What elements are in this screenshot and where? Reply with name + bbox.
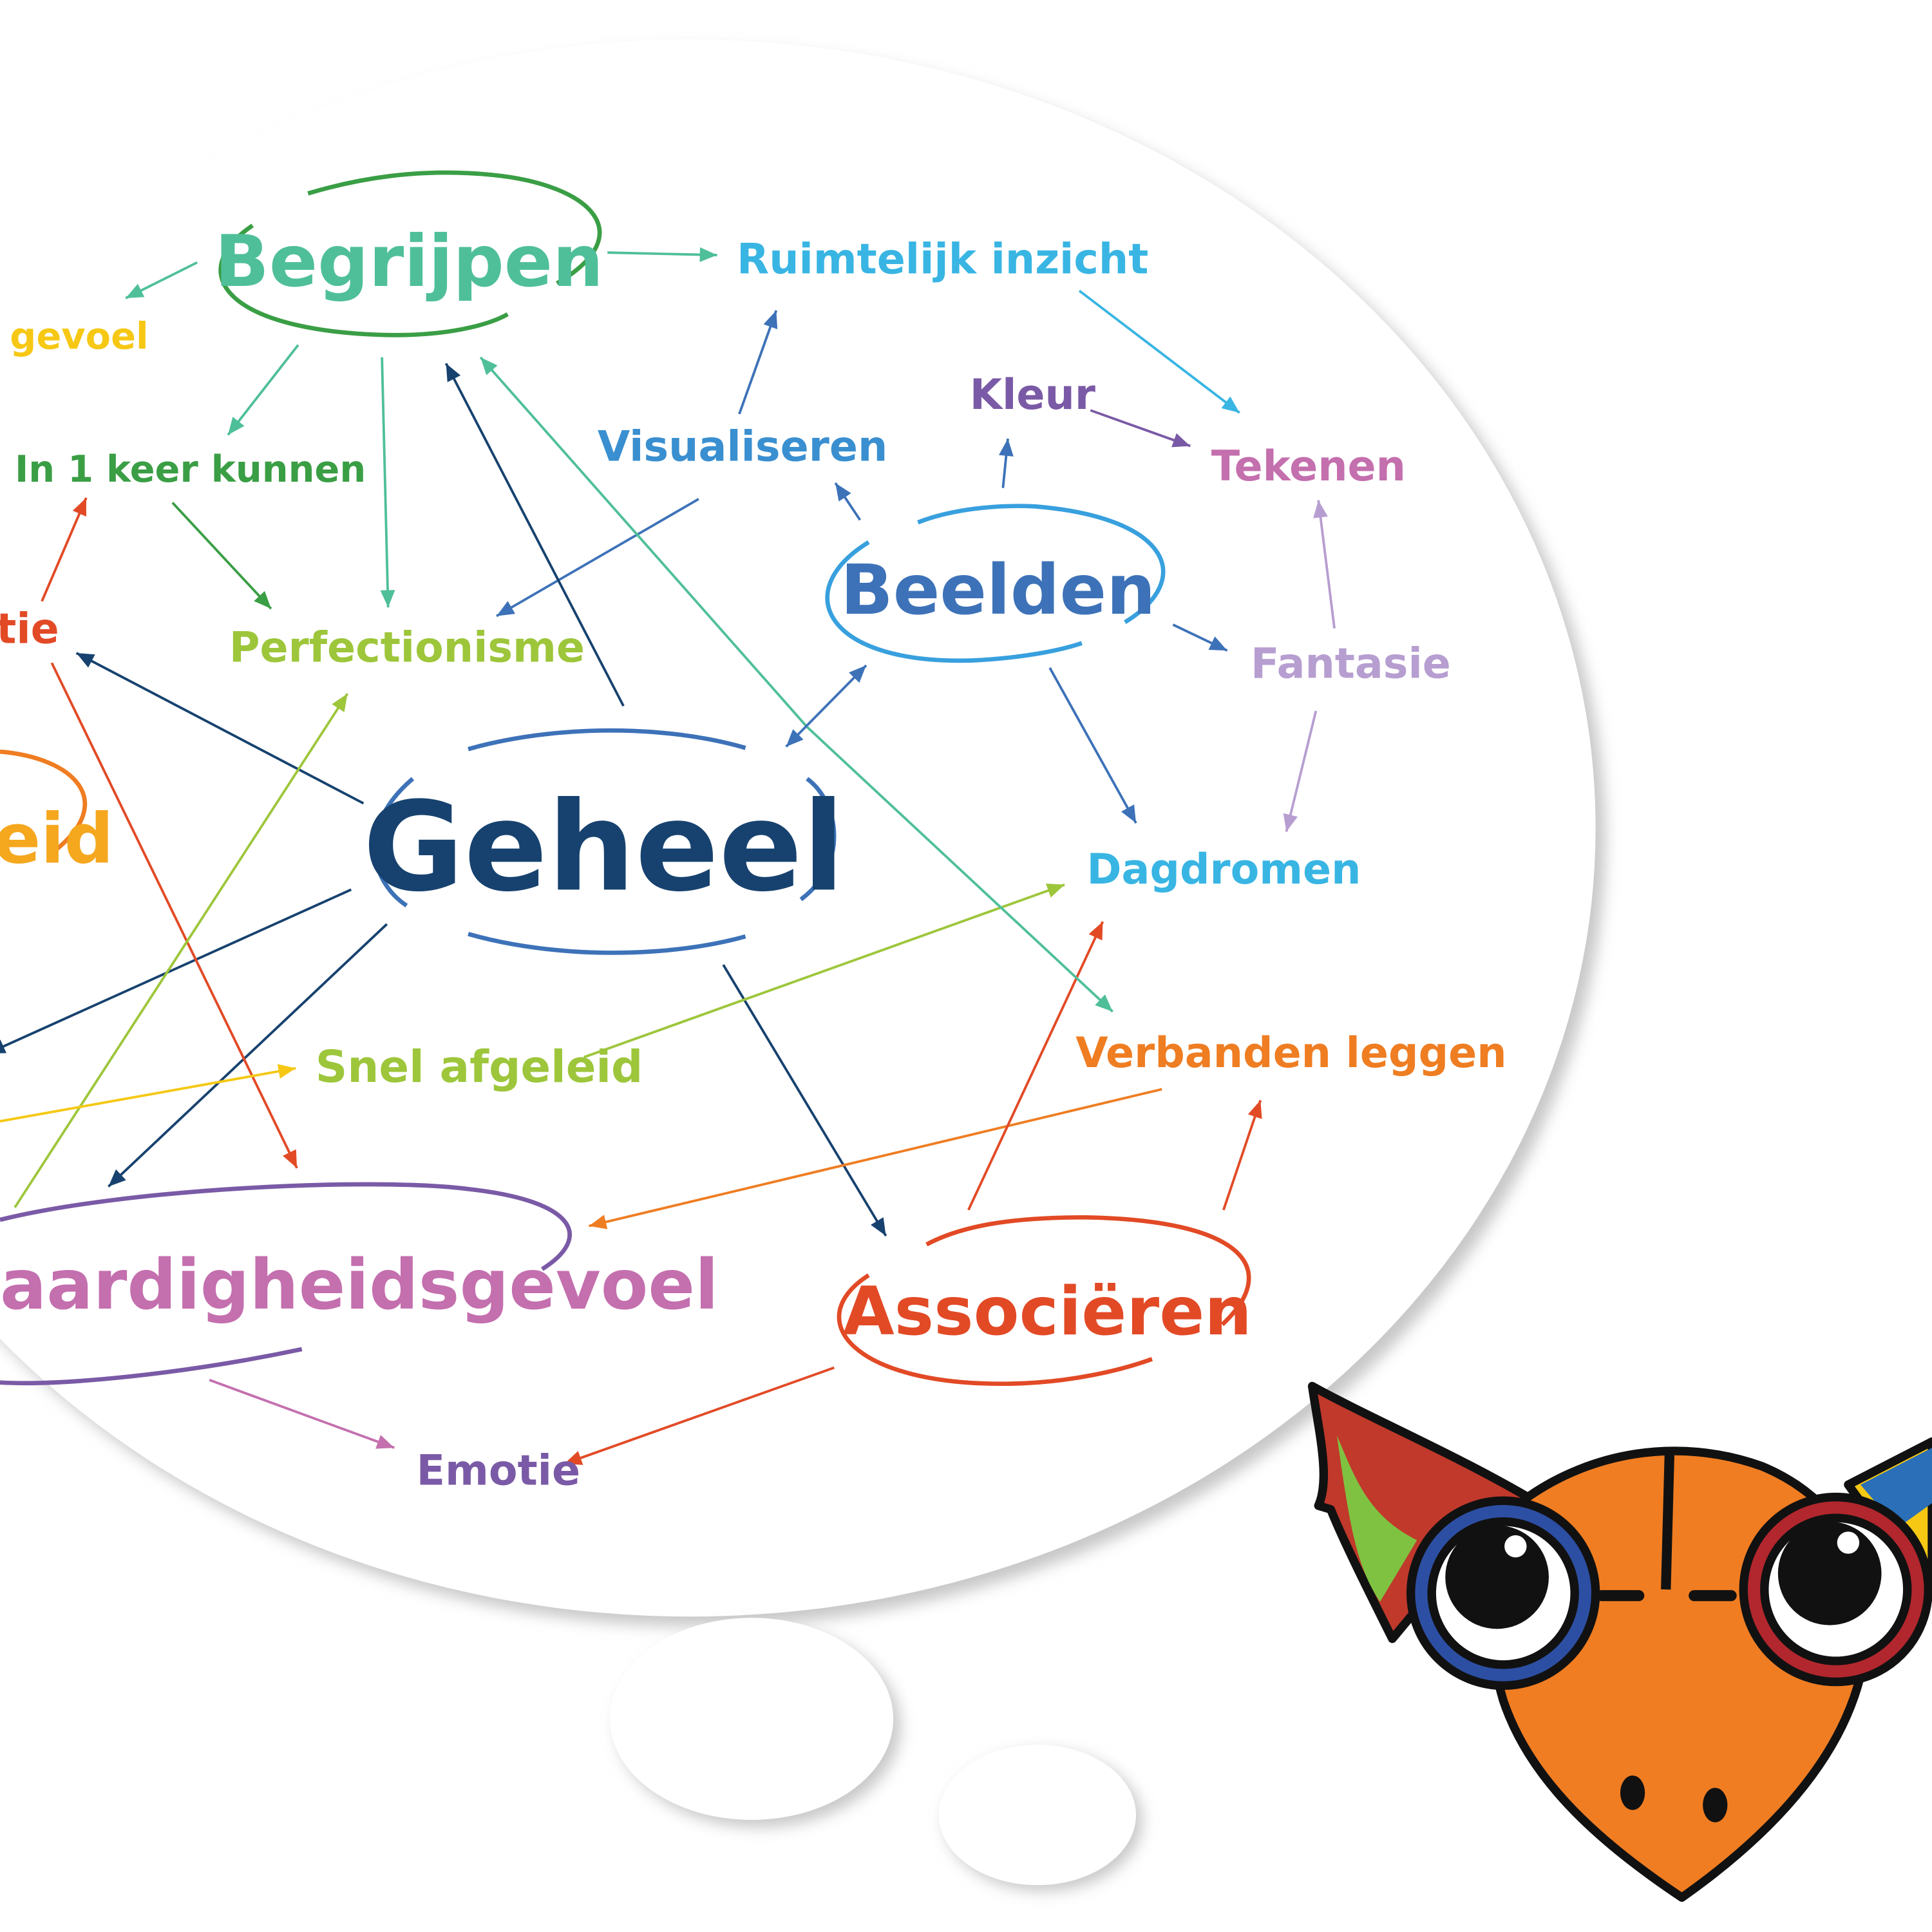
node-perfectionisme[interactable]: Perfectionisme	[229, 623, 585, 672]
edge-arrow	[607, 251, 717, 256]
edge-arrow	[722, 964, 887, 1236]
arrowhead	[1171, 433, 1191, 448]
arrowhead	[998, 439, 1014, 457]
arrowhead	[589, 1215, 608, 1229]
arrowhead	[254, 591, 271, 609]
edge-arrow	[1078, 290, 1240, 414]
beelden-oval	[825, 504, 1166, 663]
thought-bubble	[0, 39, 1605, 1891]
edges	[0, 247, 1336, 1465]
node-geheel[interactable]: Geheel	[363, 775, 844, 919]
arrowhead	[72, 497, 86, 517]
edge-arrow	[496, 498, 699, 618]
arrowhead	[0, 1039, 7, 1054]
node-in-1-keer-kunnen[interactable]: In 1 keer kunnen	[15, 448, 366, 491]
arrowhead	[564, 1451, 583, 1465]
node-tie[interactable]: tie	[0, 605, 59, 654]
edge-arrow	[50, 662, 298, 1169]
arrowhead	[1045, 883, 1065, 898]
arrowhead	[497, 601, 515, 616]
arrowhead	[763, 310, 778, 330]
arrowhead	[108, 1169, 126, 1187]
node-associeren[interactable]: Associëren	[843, 1273, 1252, 1350]
node-ovals	[0, 170, 1251, 1386]
edge-arrow	[75, 652, 365, 805]
edge-arrow	[0, 1066, 296, 1122]
arrowhead	[1088, 922, 1103, 941]
edge-arrow	[227, 344, 299, 436]
node-verbanden-leggen[interactable]: Verbanden leggen	[1075, 1029, 1506, 1077]
node-begrijpen[interactable]: Begrijpen	[214, 220, 603, 303]
node-dagdromen[interactable]: Dagdromen	[1086, 846, 1361, 894]
node-tekenen[interactable]: Tekenen	[1211, 442, 1406, 491]
node-visualiseren[interactable]: Visualiseren	[598, 423, 887, 471]
node-beelden[interactable]: Beelden	[840, 551, 1155, 630]
arrowhead	[126, 283, 145, 299]
edge-arrow	[444, 363, 625, 707]
edge-arrow	[41, 497, 88, 602]
arrowhead	[786, 729, 804, 747]
arrowhead	[76, 653, 95, 668]
edge-arrow	[14, 693, 349, 1209]
edge-arrow	[479, 356, 808, 728]
begrijpen-oval	[218, 170, 602, 337]
arrowhead	[849, 665, 867, 683]
vaardigheid-oval	[0, 1182, 572, 1386]
edge-arrow	[1048, 667, 1137, 824]
arrowhead	[1095, 994, 1113, 1012]
edge-arrow	[806, 726, 1113, 1013]
node-kleur[interactable]: Kleur	[970, 371, 1095, 419]
arrowhead	[332, 694, 348, 712]
arrowhead	[1313, 500, 1328, 518]
arrowhead	[1283, 813, 1298, 832]
edge-arrow	[0, 888, 352, 1050]
geheel-oval	[372, 728, 837, 955]
edge-arrow	[1090, 409, 1191, 448]
associeren-oval	[837, 1215, 1251, 1386]
arrowhead	[283, 1149, 298, 1168]
arrowhead	[227, 417, 245, 435]
arrowhead	[277, 1064, 296, 1079]
node-vaardigheidsgevoel[interactable]: aardigheidsgevoel	[0, 1245, 719, 1325]
eid-oval	[0, 749, 88, 852]
edge-arrow	[1285, 710, 1318, 832]
arrowhead	[1221, 396, 1240, 413]
edge-arrow	[583, 883, 1065, 1059]
edge-arrow	[209, 1379, 395, 1449]
arrowhead	[1121, 804, 1137, 824]
node-gevoel[interactable]: gevoel	[10, 314, 148, 357]
edge-arrow	[381, 357, 390, 608]
arrowhead	[446, 363, 461, 383]
node-labels: Begrijpen Geheel Beelden Associëren aard…	[0, 220, 1507, 1495]
arrowhead	[375, 1435, 395, 1449]
right-eye	[1739, 1492, 1932, 1687]
edge-arrow	[589, 1088, 1162, 1227]
edge-arrow	[108, 923, 388, 1188]
node-fantasie[interactable]: Fantasie	[1251, 639, 1451, 688]
arrowhead	[835, 483, 851, 502]
left-eye	[1406, 1496, 1600, 1690]
edge-arrow	[171, 502, 272, 610]
edge-arrow	[967, 921, 1104, 1211]
arrowhead	[699, 247, 717, 262]
edge-arrow	[564, 1366, 835, 1465]
arrowhead	[380, 590, 395, 608]
arrowhead	[480, 357, 498, 375]
edge-arrow	[785, 664, 867, 748]
node-eid[interactable]: eid	[0, 799, 113, 879]
dragon-mascot	[1307, 1381, 1932, 1902]
node-ruimtelijk-inzicht[interactable]: Ruimtelijk inzicht	[737, 236, 1148, 284]
edge-arrow	[738, 310, 778, 415]
edge-arrow	[1317, 500, 1336, 629]
node-emotie[interactable]: Emotie	[417, 1446, 580, 1495]
arrowhead	[871, 1217, 886, 1236]
arrowhead	[1208, 636, 1227, 651]
node-snel-afgeleid[interactable]: Snel afgeleid	[316, 1041, 643, 1093]
arrowhead	[1247, 1100, 1262, 1119]
edge-arrow	[1222, 1099, 1262, 1211]
